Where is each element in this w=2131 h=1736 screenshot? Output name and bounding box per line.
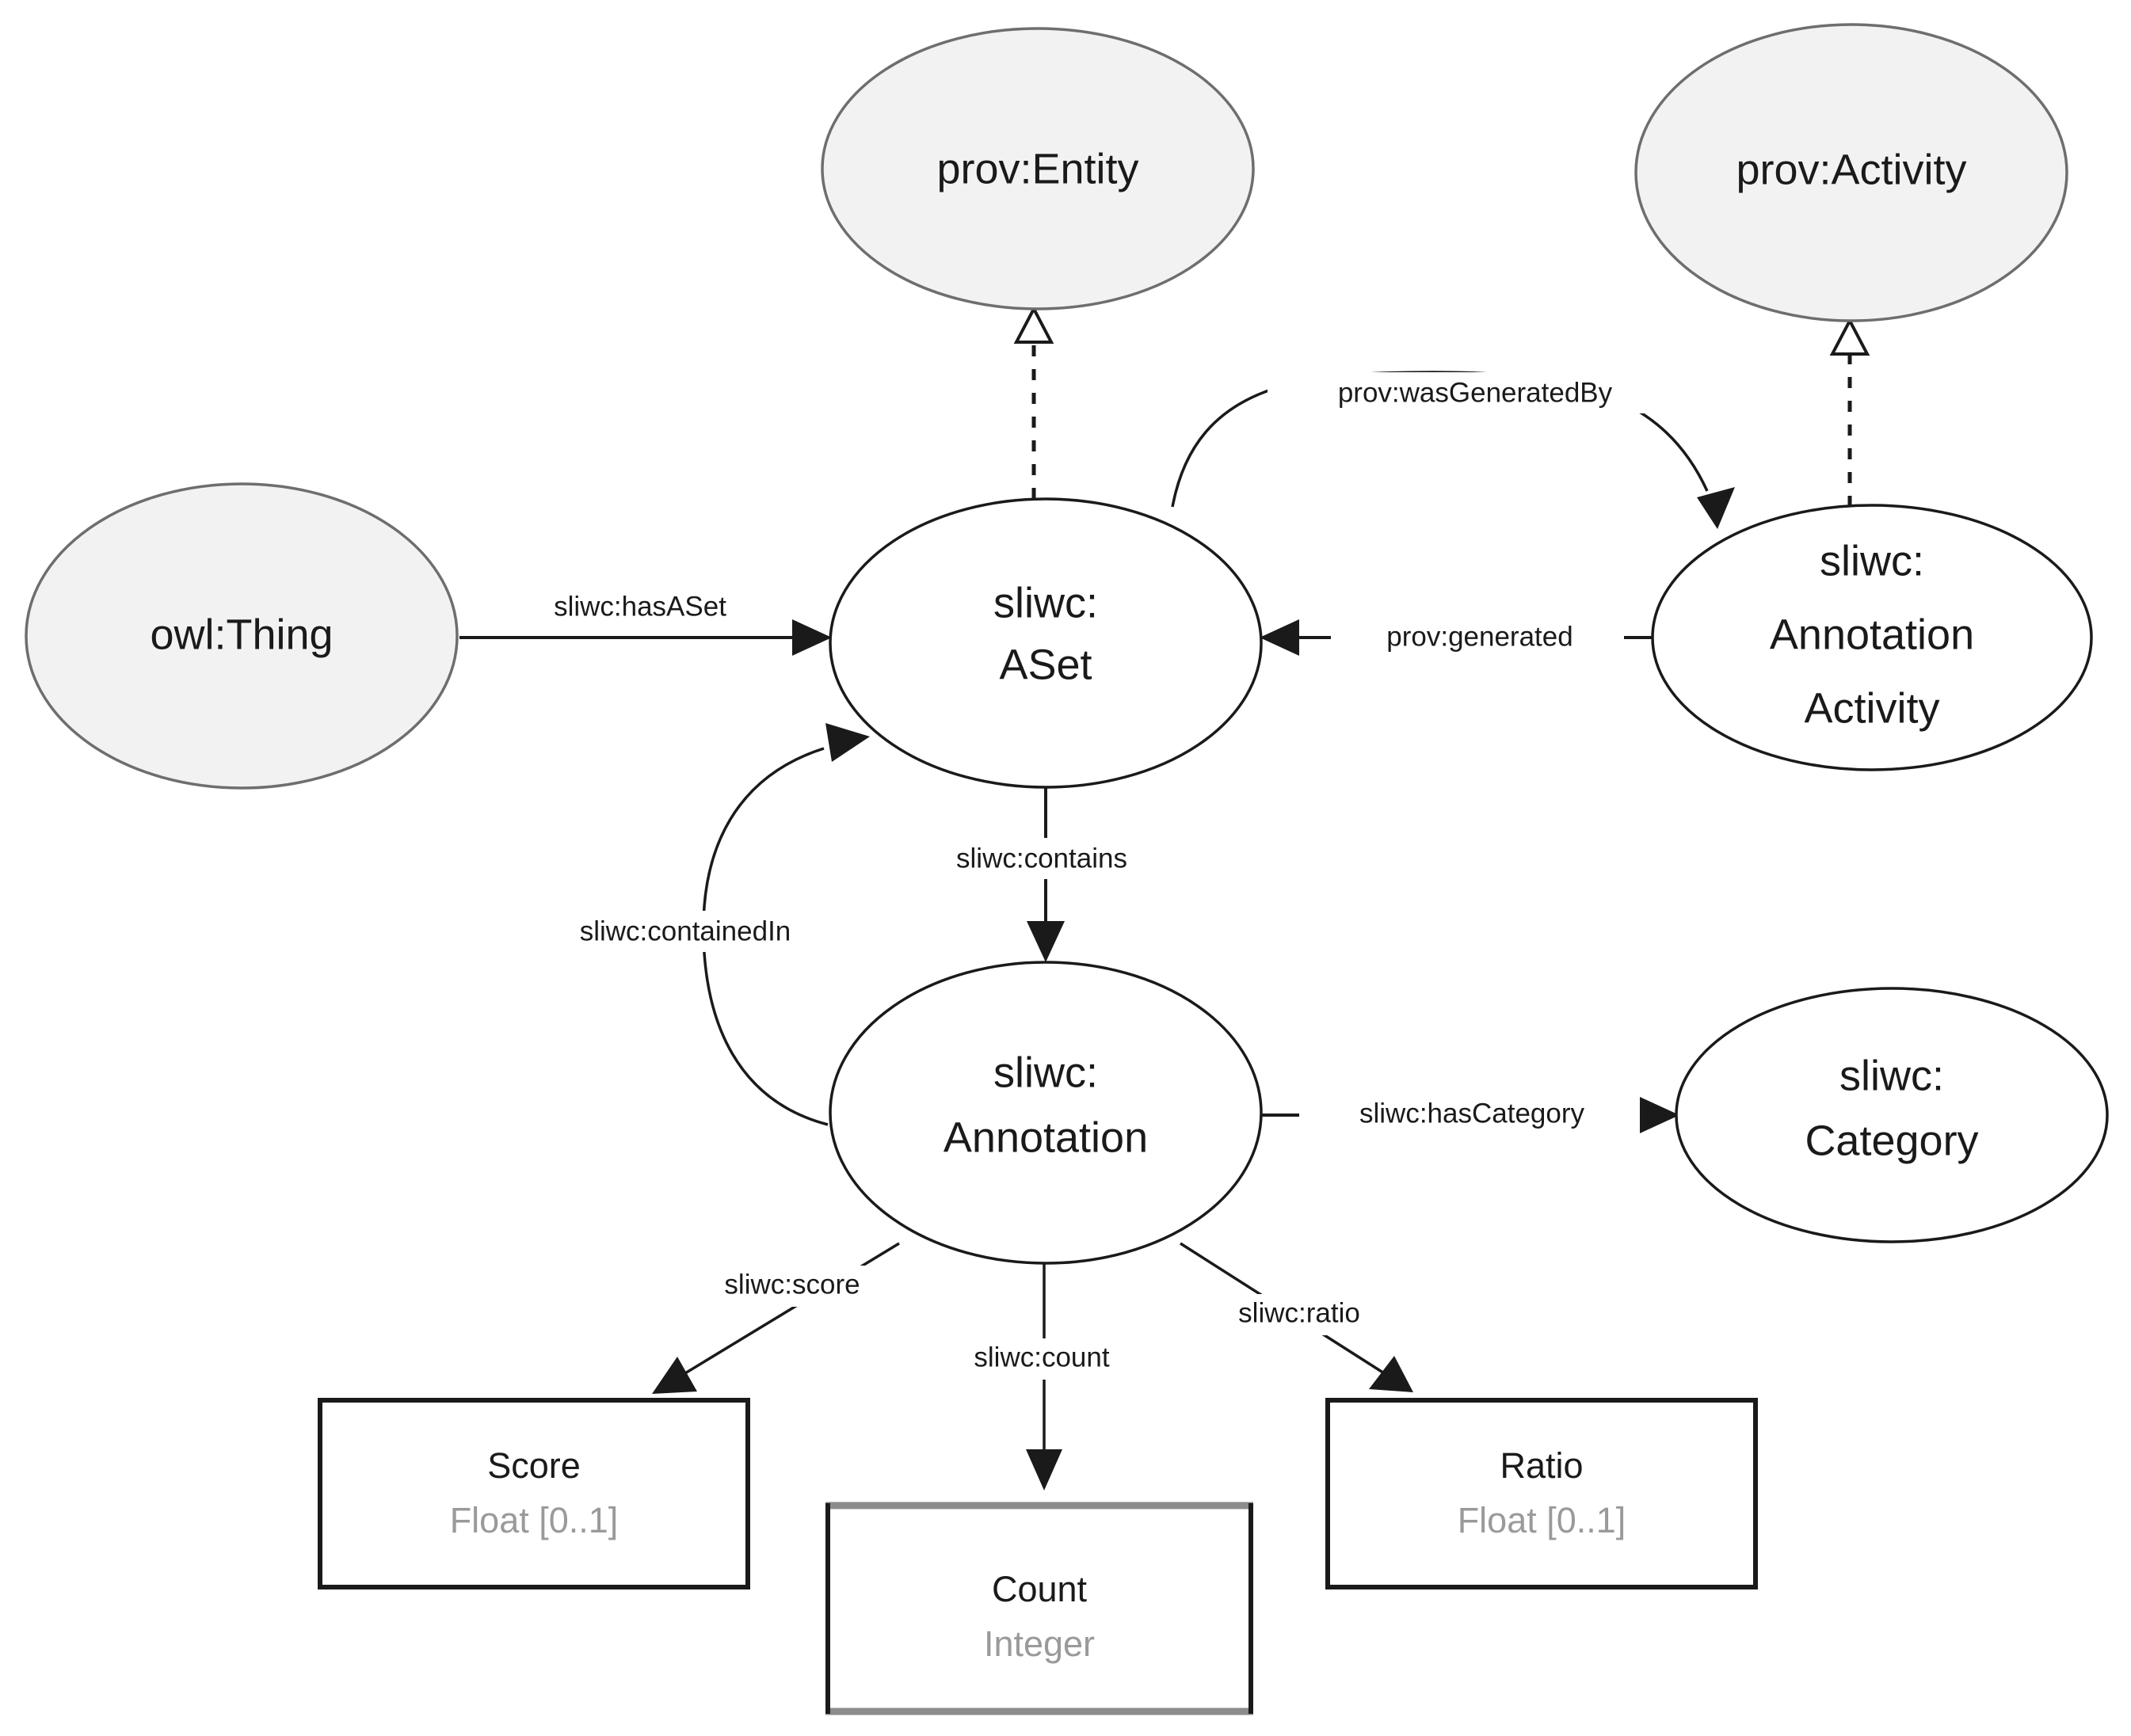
edge-label-contains-group: sliwc:contains (903, 838, 1180, 879)
node-sliwc-aset[interactable]: sliwc: ASet (829, 497, 1263, 789)
edge-label-has-aset-group: sliwc:hasASet (507, 586, 768, 627)
edge-label-contained-in: sliwc:containedIn (580, 916, 791, 946)
node-owl-thing-label: owl:Thing (150, 611, 333, 658)
node-owl-thing[interactable]: owl:Thing (25, 482, 459, 790)
edge-label-count: sliwc:count (974, 1342, 1109, 1372)
edge-label-generated: prov:generated (1386, 621, 1573, 652)
attribute-box-ratio[interactable]: Ratio Float [0..1] (1325, 1398, 1758, 1589)
attribute-count-type: Integer (984, 1624, 1095, 1664)
edge-label-generated-group: prov:generated (1331, 618, 1624, 659)
edge-label-has-category-group: sliwc:hasCategory (1299, 1095, 1640, 1136)
node-prov-activity[interactable]: prov:Activity (1634, 23, 2068, 322)
node-prov-entity-label: prov:Entity (936, 145, 1138, 192)
edge-label-ratio: sliwc:ratio (1238, 1297, 1360, 1328)
edge-label-was-generated-by: prov:wasGeneratedBy (1338, 377, 1613, 408)
edge-label-was-generated-by-group: prov:wasGeneratedBy (1268, 372, 1679, 413)
attribute-ratio-name: Ratio (1500, 1445, 1583, 1486)
node-sliwc-annotation-activity-label-line2: Annotation (1770, 611, 1974, 658)
node-sliwc-category-label-line1: sliwc: (1839, 1052, 1944, 1099)
node-sliwc-annotation-label-line1: sliwc: (993, 1049, 1098, 1096)
attribute-count-name: Count (992, 1569, 1088, 1609)
edge-label-has-category: sliwc:hasCategory (1359, 1098, 1584, 1129)
node-sliwc-annotation-activity[interactable]: sliwc: Annotation Activity (1651, 504, 2093, 771)
edge-label-count-group: sliwc:count (919, 1338, 1172, 1380)
attribute-ratio-type: Float [0..1] (1458, 1500, 1626, 1540)
attribute-score-type: Float [0..1] (450, 1500, 619, 1540)
attribute-box-score[interactable]: Score Float [0..1] (318, 1398, 750, 1589)
node-prov-activity-label: prov:Activity (1736, 146, 1966, 193)
node-sliwc-annotation-label-line2: Annotation (944, 1114, 1148, 1161)
attribute-score-name: Score (487, 1445, 581, 1486)
edge-aset-isa-prov-entity (1013, 305, 1054, 499)
node-sliwc-annotation-activity-label-line1: sliwc: (1820, 537, 1924, 584)
node-sliwc-category[interactable]: sliwc: Category (1675, 987, 2109, 1243)
node-sliwc-aset-label-line1: sliwc: (993, 579, 1098, 626)
node-sliwc-annotation[interactable]: sliwc: Annotation (829, 961, 1263, 1265)
edge-label-has-aset: sliwc:hasASet (554, 591, 726, 622)
edge-label-contains: sliwc:contains (956, 843, 1127, 874)
edge-label-ratio-group: sliwc:ratio (1196, 1294, 1418, 1335)
edge-label-contained-in-group: sliwc:containedIn (519, 911, 852, 952)
edge-label-score-group: sliwc:score (673, 1266, 919, 1307)
node-sliwc-category-label-line2: Category (1805, 1117, 1978, 1164)
edge-annotationactivity-isa-prov-activity (1829, 317, 1870, 507)
node-prov-entity[interactable]: prov:Entity (821, 27, 1255, 310)
node-sliwc-annotation-activity-label-line3: Activity (1804, 684, 1939, 732)
edge-has-aset (459, 619, 832, 656)
node-sliwc-aset-label-line2: ASet (999, 641, 1092, 688)
edge-label-score: sliwc:score (724, 1269, 860, 1300)
attribute-box-count[interactable]: Count Integer (825, 1502, 1253, 1715)
